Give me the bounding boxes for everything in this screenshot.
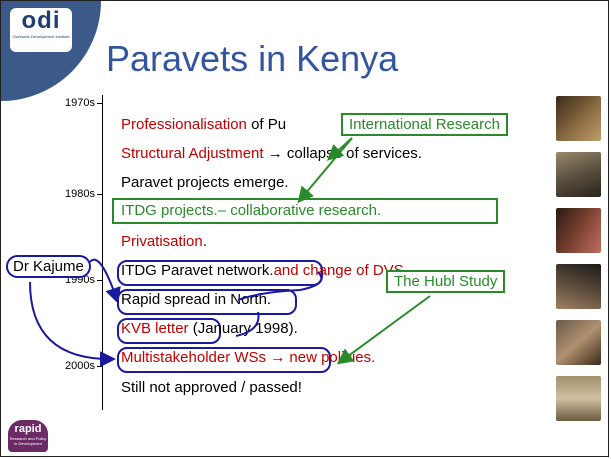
year-1970s: 1970s [65,97,95,109]
timeline-tick [97,103,103,104]
timeline-line: Multistakeholder WSs → new policies. [121,349,375,366]
photo-5 [556,320,601,365]
photo-1 [556,96,601,141]
photo-3 [556,208,601,253]
dr-kajume-callout: Dr Kajume [6,255,91,278]
odi-logo-text: odi [21,7,61,34]
line-text: .– collaborative research. [213,202,382,219]
line-highlight: ITDG Paravet network [121,262,270,279]
arrow-kajume-down [29,281,116,368]
line-highlight: ITDG projects [121,202,214,219]
timeline-tick [97,280,103,281]
photo-2 [556,152,601,197]
arrow-kajume-up [89,258,121,304]
timeline-tick [97,194,103,195]
multistakeholder-oval [117,347,331,373]
rapid-logo: rapid Research and Policy in Development [8,420,48,452]
timeline-line: Privatisation. [121,233,207,250]
arrow-intl-to-itdg [297,137,353,204]
odi-logo-subtext: Overseas Development Institute [12,34,70,39]
line-text: → [266,349,290,366]
hubl-study-callout: The Hubl Study [386,270,506,293]
line-text: (January 1998). [188,320,298,337]
arrow-network-to-rapid [237,271,323,301]
line-text: Rapid spread in North. [121,291,272,308]
year-1980s: 1980s [65,188,95,200]
itdg-network-oval [117,260,323,286]
line-text: Paravet projects emerge. [121,174,289,191]
timeline-line: Rapid spread in North. [121,291,271,308]
line-highlight: Professionalisation [121,116,247,133]
line-text: . [269,262,274,279]
arrow-hubl-to-policies [336,295,431,365]
international-research-callout: International Research [341,113,508,136]
timeline-line: Still not approved / passed! [121,379,302,396]
kvb-letter-oval [117,318,221,344]
timeline-line: Paravet projects emerge. [121,174,289,191]
timeline-line: Structural Adjustment → collapse of serv… [121,145,422,162]
odi-logo: odi Overseas Development Institute [10,8,72,52]
line-text: . [202,233,207,250]
timeline-line: ITDG projects.– collaborative research. [121,202,381,219]
rapid-logo-subtext: Research and Policy in Development [9,436,47,446]
line-highlight: KVB letter [121,320,189,337]
line-text: → collapse of services. [263,145,422,162]
timeline-line: Professionalisation of Pu [121,116,286,133]
line-text: Still not approved / passed! [121,379,302,396]
timeline-line: KVB letter (January 1998). [121,320,298,337]
line-highlight: Structural Adjustment [121,145,264,162]
photo-4 [556,264,601,309]
page-title: Paravets in Kenya [106,38,399,79]
year-2000s: 2000s [65,360,95,372]
arrow-rapid-to-kvb [235,311,260,337]
timeline-line: ITDG Paravet network.and change of DVS. [121,262,408,279]
rapid-logo-text: rapid [14,423,42,435]
line-highlight: Multistakeholder WSs [121,349,267,366]
line-text: of Pu [246,116,287,133]
line-highlight-2: and change of DVS. [273,262,408,279]
line-highlight: Privatisation [121,233,203,250]
photo-6 [556,376,601,421]
timeline-axis [102,95,103,410]
